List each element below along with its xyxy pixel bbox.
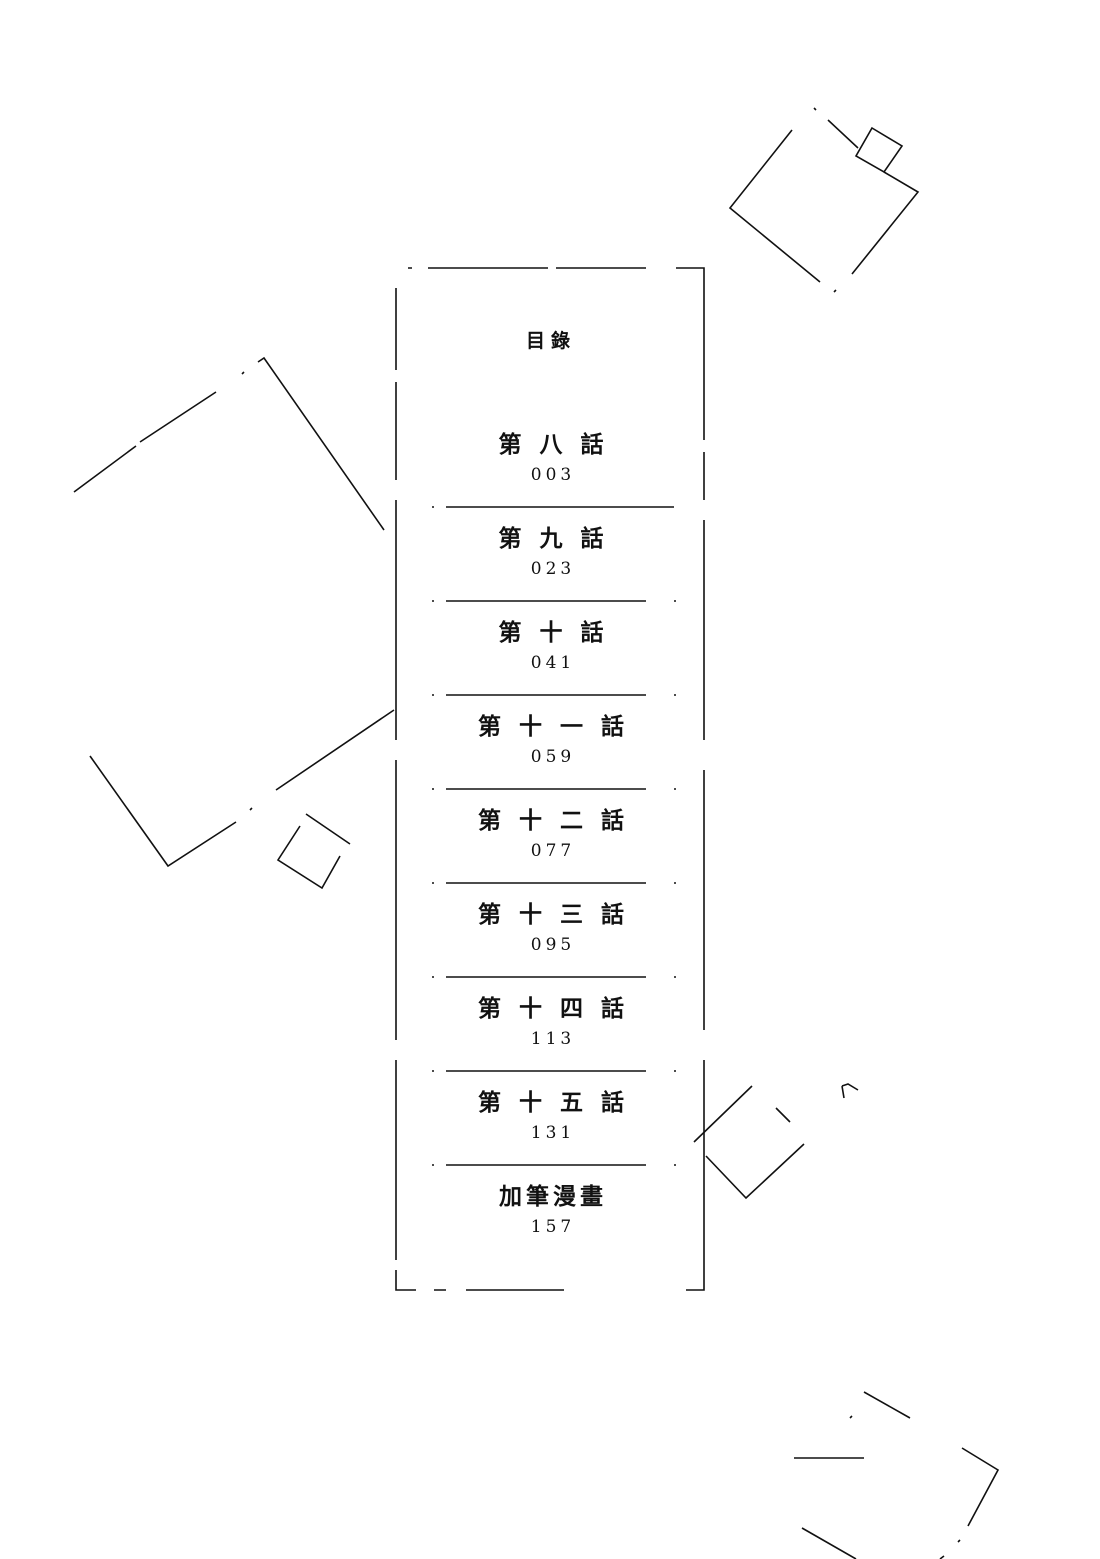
entry-page-number: 003 (530, 465, 576, 485)
entry-title: 第十話 (498, 620, 622, 646)
square-top-right (728, 107, 920, 293)
toc-entry-13[interactable]: 第十三話 095 (396, 884, 706, 978)
entry-page-number: 157 (530, 1217, 576, 1237)
square-small-left (276, 813, 351, 890)
toc-entry-15[interactable]: 第十五話 131 (396, 1072, 706, 1166)
toc-entry-extra-manga[interactable]: 加筆漫畫 157 (396, 1166, 706, 1260)
entry-separators (432, 506, 676, 1166)
entry-title: 第十五話 (478, 1090, 642, 1116)
entry-title: 第十一話 (478, 714, 642, 740)
toc-heading: 目錄 (525, 330, 576, 352)
square-large-left (73, 356, 395, 868)
entry-title: 第十三話 (478, 902, 642, 928)
entry-page-number: 113 (530, 1029, 576, 1049)
toc-entry-8[interactable]: 第八話 003 (396, 414, 706, 508)
toc-entry-9[interactable]: 第九話 023 (396, 508, 706, 602)
toc-entry-10[interactable]: 第十話 041 (396, 602, 706, 696)
entry-title: 第九話 (498, 526, 622, 552)
entry-page-number: 023 (530, 559, 576, 579)
toc-entry-14[interactable]: 第十四話 113 (396, 978, 706, 1072)
toc-frame (395, 267, 705, 1291)
entry-page-number: 131 (530, 1123, 576, 1143)
entry-page-number: 077 (530, 841, 576, 861)
square-mid-right (693, 1083, 859, 1200)
entry-title: 第十二話 (478, 808, 642, 834)
entry-page-number: 095 (530, 935, 576, 955)
entry-title: 第十四話 (478, 996, 642, 1022)
entry-title: 第八話 (498, 432, 622, 458)
entry-title: 加筆漫畫 (499, 1184, 607, 1210)
toc-entry-12[interactable]: 第十二話 077 (396, 790, 706, 884)
toc-list: 第八話 003 第九話 023 第十話 041 第十一話 059 第十二話 07… (396, 414, 706, 1260)
entry-page-number: 041 (530, 653, 576, 673)
square-bottom-right (794, 1391, 1000, 1559)
entry-page-number: 059 (530, 747, 576, 767)
toc-entry-11[interactable]: 第十一話 059 (396, 696, 706, 790)
